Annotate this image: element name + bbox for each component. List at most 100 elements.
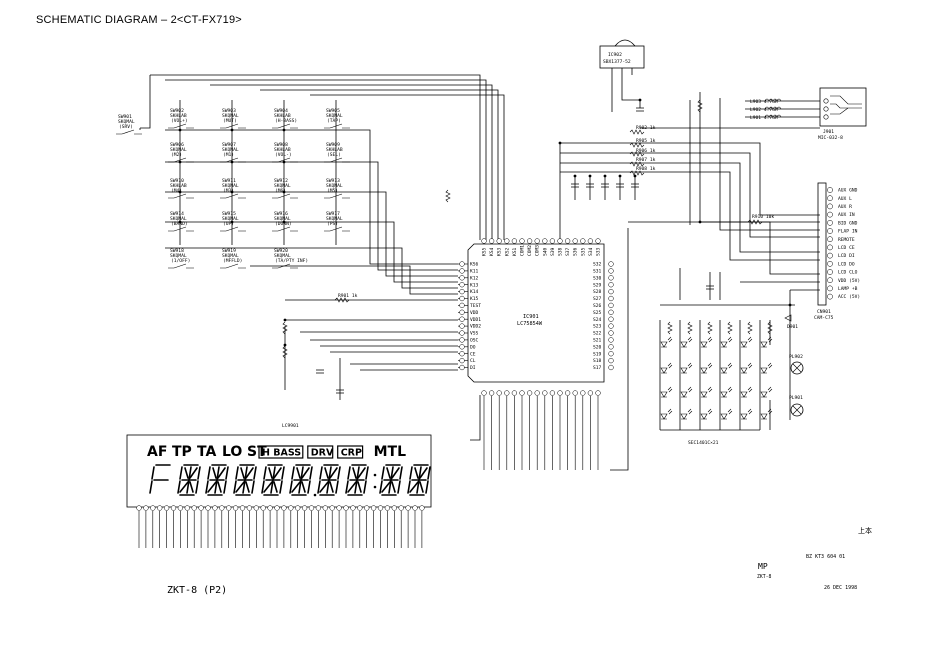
ic-top-pin <box>496 238 502 244</box>
ic901-main: IC901 LC75854W <box>467 243 605 383</box>
lcd-pin <box>260 505 266 511</box>
lamps: PL902 PL901 D901 <box>784 314 804 417</box>
switch-ref: SW920 <box>274 248 288 254</box>
connector-pin <box>827 285 833 292</box>
label-l902: L902 4.7uH <box>750 107 778 113</box>
led-emission <box>747 386 753 393</box>
switch-func: (1/OFF) <box>171 258 190 264</box>
switch-type: SKHLAB <box>274 113 291 119</box>
lcd-boxed-frame <box>258 445 304 459</box>
ic-top-pin <box>526 238 533 244</box>
connector-pin <box>827 211 833 218</box>
connector-pin <box>827 269 833 275</box>
led-symbol <box>760 413 768 420</box>
ic-right-pin-label: S29 <box>593 282 602 288</box>
ic-right-pin-label: S28 <box>593 289 602 295</box>
lcd-indicator: ST <box>247 444 267 460</box>
led-symbol <box>760 367 768 374</box>
lcd-indicator: LO <box>222 444 242 460</box>
switch-symbol <box>220 226 246 232</box>
lcd-segment <box>329 467 338 479</box>
lcd-pin <box>157 505 163 511</box>
lcd-pin <box>343 505 349 511</box>
switch-ref: SW908 <box>274 142 288 148</box>
led-emission <box>707 408 713 415</box>
label-r910: R910 10k <box>752 214 774 220</box>
connector-pin <box>827 252 833 259</box>
lcd-segment <box>281 466 285 480</box>
lcd-segment <box>179 466 183 480</box>
switch-type: SKHLAB <box>170 113 187 119</box>
switch-ref: SW901 <box>118 114 132 120</box>
label-l901: L901 4.7uH <box>750 115 778 121</box>
lcd-segment <box>319 466 323 480</box>
label-r908: R908 1k <box>636 166 656 172</box>
ic-right-pin-label: S27 <box>593 296 602 302</box>
lcd-segment <box>245 481 250 493</box>
lcd-segment <box>345 480 349 494</box>
switch-matrix: SW901SKQMAL(SRV)SW902SKHLAB(VOL+)SW903SK… <box>116 108 350 269</box>
switch-ref: SW915 <box>222 211 236 217</box>
lcd-segment <box>409 481 419 493</box>
led-symbol <box>700 391 708 398</box>
lcd-pin <box>198 505 204 511</box>
ic-right-pin <box>608 282 614 288</box>
led-symbol <box>740 413 748 420</box>
ic-left-pin-label: KS6 <box>470 262 479 268</box>
connector-pin <box>827 228 833 234</box>
lcd-segment <box>352 467 357 479</box>
switch-func: (M5) <box>327 188 338 194</box>
led-resistor <box>767 321 773 335</box>
switch-ref: SW917 <box>326 211 340 217</box>
led-symbol <box>680 367 688 374</box>
ic-bottom-pin <box>549 390 556 396</box>
ic-right-pin-label: S18 <box>593 358 602 364</box>
led-symbol <box>700 341 708 348</box>
inductor-symbols <box>764 98 782 118</box>
led-symbol <box>660 413 668 420</box>
connector-pin-label: LCD CLO <box>838 270 858 276</box>
connector-pin <box>827 195 833 202</box>
switch-type: SKQMAL <box>326 216 343 222</box>
lcd-segment <box>357 481 362 493</box>
switch-func: (BAND) <box>171 221 188 227</box>
lcd-segment <box>184 467 189 479</box>
lcd-segment <box>291 481 301 493</box>
ic-bottom-pin <box>496 390 502 396</box>
switch-func: (MFFLD) <box>223 258 242 264</box>
led-emission <box>707 362 713 369</box>
ic-left-pin <box>459 295 465 302</box>
led-emission <box>687 408 693 415</box>
switch-symbol <box>272 193 298 199</box>
ic901-ref: IC901 <box>523 314 539 320</box>
lcd-pin <box>412 505 418 511</box>
jack-part: MIC-032-8 <box>818 135 843 141</box>
ic-right-pin-label: S20 <box>593 344 602 350</box>
lcd-pin <box>143 505 149 511</box>
switch-symbol <box>220 123 246 129</box>
jack-j901: J901 MIC-032-8 <box>818 87 867 141</box>
lcd-pin <box>253 505 259 511</box>
switch-type: SKHLAB <box>326 147 343 153</box>
lcd-pin <box>329 505 335 511</box>
lcd-pin <box>384 505 391 511</box>
lcd-boxed-indicator: CRP <box>341 448 362 459</box>
ic-left-pin-label: K15 <box>470 296 479 302</box>
switch-func: (SRV) <box>119 124 133 130</box>
switch-ref: SW906 <box>170 142 184 148</box>
ic-right-pin <box>608 323 614 329</box>
resistor-symbols <box>282 99 763 359</box>
switch-type: SKQMAL <box>222 147 239 153</box>
led-emission <box>747 362 753 369</box>
lcd-segment <box>197 466 201 480</box>
led-emission <box>687 386 693 393</box>
led-emission <box>687 336 693 343</box>
ic-left-pin-label: K14 <box>470 289 479 295</box>
led-emission <box>727 336 733 343</box>
switch-ref: SW909 <box>326 142 340 148</box>
led-symbol <box>660 391 668 398</box>
junction-dots <box>178 98 792 347</box>
switch-ref: SW918 <box>170 248 184 254</box>
